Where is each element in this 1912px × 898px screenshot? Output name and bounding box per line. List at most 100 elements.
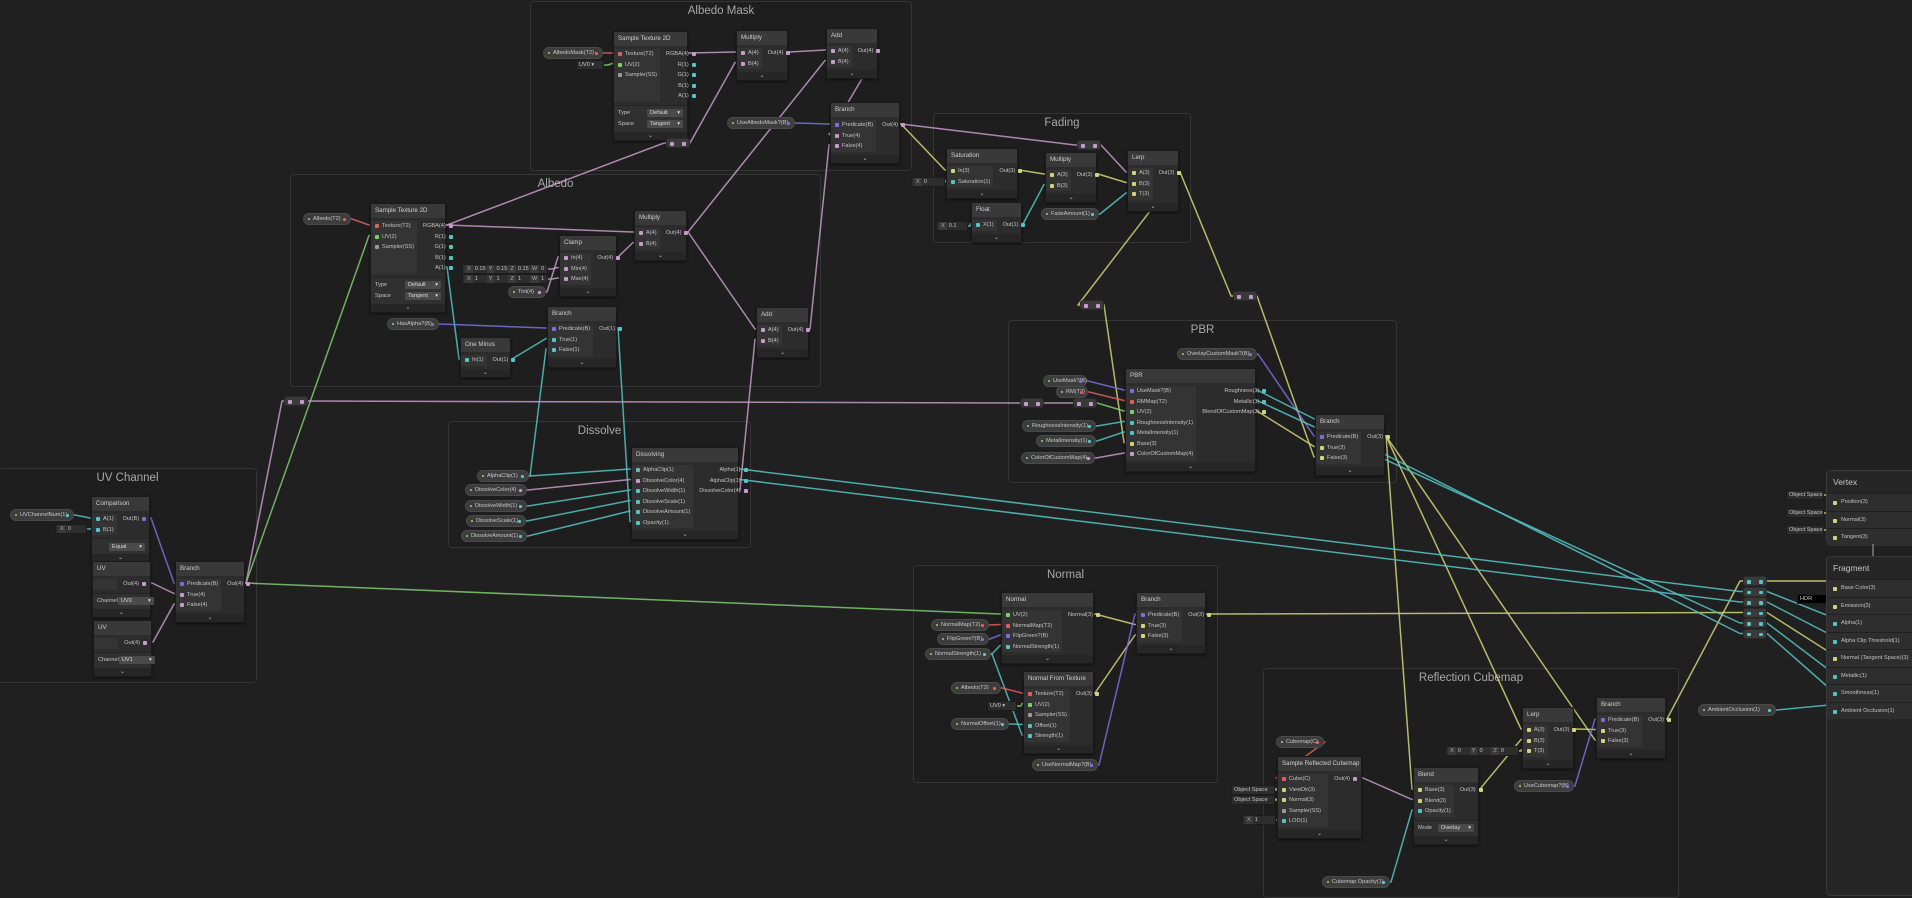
output-port[interactable]: Out(4) [597, 253, 624, 264]
port-dot-icon[interactable] [1130, 389, 1134, 394]
port-dot-icon[interactable] [180, 603, 184, 608]
redirect-node[interactable] [284, 396, 308, 406]
property-cubemap[interactable]: Cubemap(C) [1276, 736, 1324, 748]
output-port[interactable]: Out(3) [1367, 432, 1394, 443]
redirect-node[interactable] [1743, 597, 1767, 607]
collapse-chevron-icon[interactable]: ⌄ [947, 190, 1017, 198]
port-dot-icon[interactable] [976, 223, 980, 228]
collapse-chevron-icon[interactable]: ⌄ [1278, 829, 1361, 838]
edge-wire[interactable] [733, 468, 1747, 593]
component-value[interactable]: UV0 ▾ [579, 62, 595, 68]
input-port[interactable]: Base(3) [1126, 439, 1193, 450]
input-port[interactable]: Texture(T2) [371, 221, 414, 232]
collapse-chevron-icon[interactable]: ⌄ [1316, 466, 1384, 475]
property-flipgreen[interactable]: FlipGreen?(B) [937, 633, 989, 645]
port-dot-icon[interactable] [1028, 692, 1032, 697]
setting-dropdown[interactable]: Tangent [405, 292, 441, 300]
input-port[interactable]: T(3) [1523, 746, 1545, 757]
input-port[interactable]: In(3) [947, 166, 990, 177]
port-dot-icon[interactable] [1601, 739, 1605, 744]
input-port[interactable]: Sampler(SS) [371, 242, 414, 253]
port-dot-icon[interactable] [1130, 431, 1134, 436]
output-port[interactable]: Metallic(1) [1202, 397, 1270, 408]
port-dot-icon[interactable] [65, 513, 69, 517]
port-dot-icon[interactable] [1028, 723, 1032, 728]
port-dot-icon[interactable] [448, 255, 453, 260]
collapse-chevron-icon[interactable]: ⌄ [461, 368, 510, 377]
component-value[interactable]: 1 [517, 276, 522, 282]
port-dot-icon[interactable] [1601, 718, 1605, 723]
block-tangent[interactable]: Tangent(3) [1827, 528, 1912, 546]
input-port[interactable]: False(3) [1137, 631, 1179, 642]
collapse-chevron-icon[interactable]: ⌄ [757, 349, 808, 357]
input-port[interactable]: FlipGreen?(B) [1002, 631, 1059, 642]
component-value[interactable]: 0.15 [474, 266, 486, 272]
port-dot-icon[interactable] [980, 637, 984, 641]
port-dot-icon[interactable] [684, 231, 689, 236]
port-dot-icon[interactable] [636, 520, 640, 525]
block-emission[interactable]: Emission(3) [1827, 596, 1912, 614]
inline-value-field[interactable]: Object Space [1231, 785, 1275, 795]
input-port[interactable]: Predicate(B) [1137, 610, 1179, 621]
port-dot-icon[interactable] [1028, 734, 1032, 739]
output-port[interactable]: Out(3) [1648, 715, 1675, 726]
port-dot-icon[interactable] [1315, 740, 1319, 744]
input-port[interactable]: B(4) [827, 57, 849, 68]
port-dot-icon[interactable] [1767, 708, 1771, 712]
port-dot-icon[interactable] [518, 504, 522, 508]
redirect-node[interactable] [1743, 618, 1767, 628]
port-dot-icon[interactable] [741, 51, 745, 56]
port-dot-icon[interactable] [1478, 788, 1483, 793]
collapse-chevron-icon[interactable]: ⌄ [635, 252, 686, 260]
input-port[interactable]: True(3) [1597, 726, 1639, 737]
port-dot-icon[interactable] [1833, 501, 1837, 505]
port-dot-icon[interactable] [511, 358, 516, 363]
property-usealbedomask[interactable]: UseAlbedoMask?(B) [727, 117, 795, 129]
component-value[interactable]: 1 [541, 276, 545, 282]
port-dot-icon[interactable] [980, 623, 984, 627]
redirect-node[interactable] [666, 138, 690, 148]
port-dot-icon[interactable] [594, 51, 598, 55]
port-dot-icon[interactable] [518, 488, 522, 492]
port-dot-icon[interactable] [448, 224, 453, 229]
collapse-chevron-icon[interactable]: ⌄ [1137, 644, 1205, 653]
inline-value-field[interactable]: Object Space [1786, 490, 1824, 500]
inline-value-field[interactable]: Object Space [1786, 525, 1824, 535]
output-port[interactable]: Out(4) [227, 579, 254, 590]
collapse-chevron-icon[interactable]: ⌄ [92, 554, 149, 562]
output-port[interactable]: RGBA(4) [423, 221, 457, 232]
setting-dropdown[interactable]: Equal [109, 542, 145, 551]
edge-wire[interactable] [1760, 611, 1836, 653]
input-port[interactable]: A(3) [1128, 168, 1150, 179]
redirect-node[interactable] [1743, 607, 1767, 618]
port-dot-icon[interactable] [1320, 445, 1324, 450]
port-dot-icon[interactable] [1090, 212, 1094, 216]
port-dot-icon[interactable] [1833, 657, 1837, 661]
setting-dropdown[interactable]: Default [405, 281, 441, 289]
port-dot-icon[interactable] [761, 338, 765, 343]
redirect-port-icon[interactable] [1077, 402, 1081, 406]
redirect-port-icon[interactable] [1747, 622, 1751, 626]
property-cubeop[interactable]: Cubemap Opacity(1) [1322, 876, 1390, 888]
port-dot-icon[interactable] [342, 217, 346, 221]
port-dot-icon[interactable] [375, 245, 379, 250]
port-dot-icon[interactable] [835, 144, 839, 149]
output-port[interactable]: DissolveColor(4) [699, 486, 751, 497]
block-base-color[interactable]: Base Color(3) [1827, 579, 1912, 597]
input-port[interactable]: T(3) [1128, 189, 1150, 200]
output-port[interactable]: Out(3) [1076, 689, 1103, 700]
property-nstrength[interactable]: NormalStrength(1) [925, 648, 991, 660]
port-dot-icon[interactable] [617, 327, 622, 332]
edge-wire[interactable] [1760, 622, 1836, 671]
port-dot-icon[interactable] [142, 517, 147, 522]
